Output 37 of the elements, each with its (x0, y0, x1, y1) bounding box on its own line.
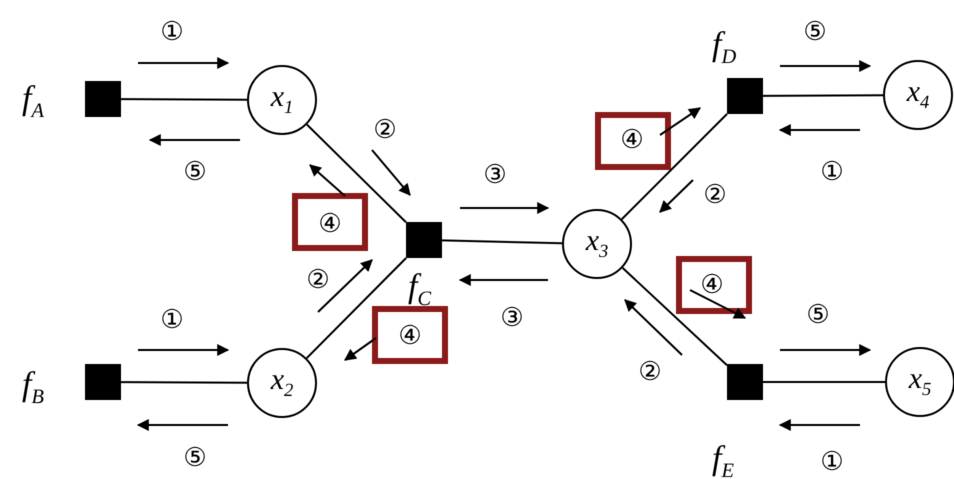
factor-label: f$_{B}$ (22, 368, 44, 408)
variable-label: x$_{5}$ (908, 364, 932, 400)
connector-line (306, 124, 407, 223)
factor-label: f$_{E}$ (712, 442, 734, 479)
step-number: ④ (398, 323, 422, 349)
connector-line (121, 381, 247, 384)
connector-line (306, 257, 407, 359)
variable-label: x$_{1}$ (270, 82, 294, 118)
factor-label: f$_{D}$ (712, 28, 736, 68)
step-number: ② (703, 182, 727, 208)
connector-line (442, 239, 562, 244)
step-number: ④ (620, 127, 644, 153)
connector-line (621, 113, 728, 220)
step-number: ③ (500, 305, 524, 331)
variable-label: x$_{4}$ (906, 77, 930, 113)
step-number: ① (820, 159, 844, 185)
step-number: ⑤ (183, 445, 207, 471)
step-number: ① (160, 19, 184, 45)
step-number: ③ (483, 162, 507, 188)
step-number: ④ (318, 211, 342, 237)
step-number: ② (638, 359, 662, 385)
variable-label: x$_{2}$ (270, 365, 294, 401)
step-number: ⑤ (803, 19, 827, 45)
factor-label: f$_{C}$ (408, 270, 432, 310)
connector-line (121, 98, 247, 101)
step-number: ② (306, 267, 330, 293)
connector-line (763, 381, 885, 383)
step-number: ⑤ (183, 159, 207, 185)
step-number: ④ (700, 272, 724, 298)
variable-label: x$_{3}$ (586, 226, 608, 262)
connector-line (763, 94, 883, 97)
step-number: ② (373, 117, 397, 143)
step-number: ① (820, 449, 844, 475)
step-number: ① (160, 307, 184, 333)
factor-label: f$_{A}$ (22, 82, 44, 122)
step-number: ⑤ (806, 302, 830, 328)
connector-line (622, 267, 728, 366)
